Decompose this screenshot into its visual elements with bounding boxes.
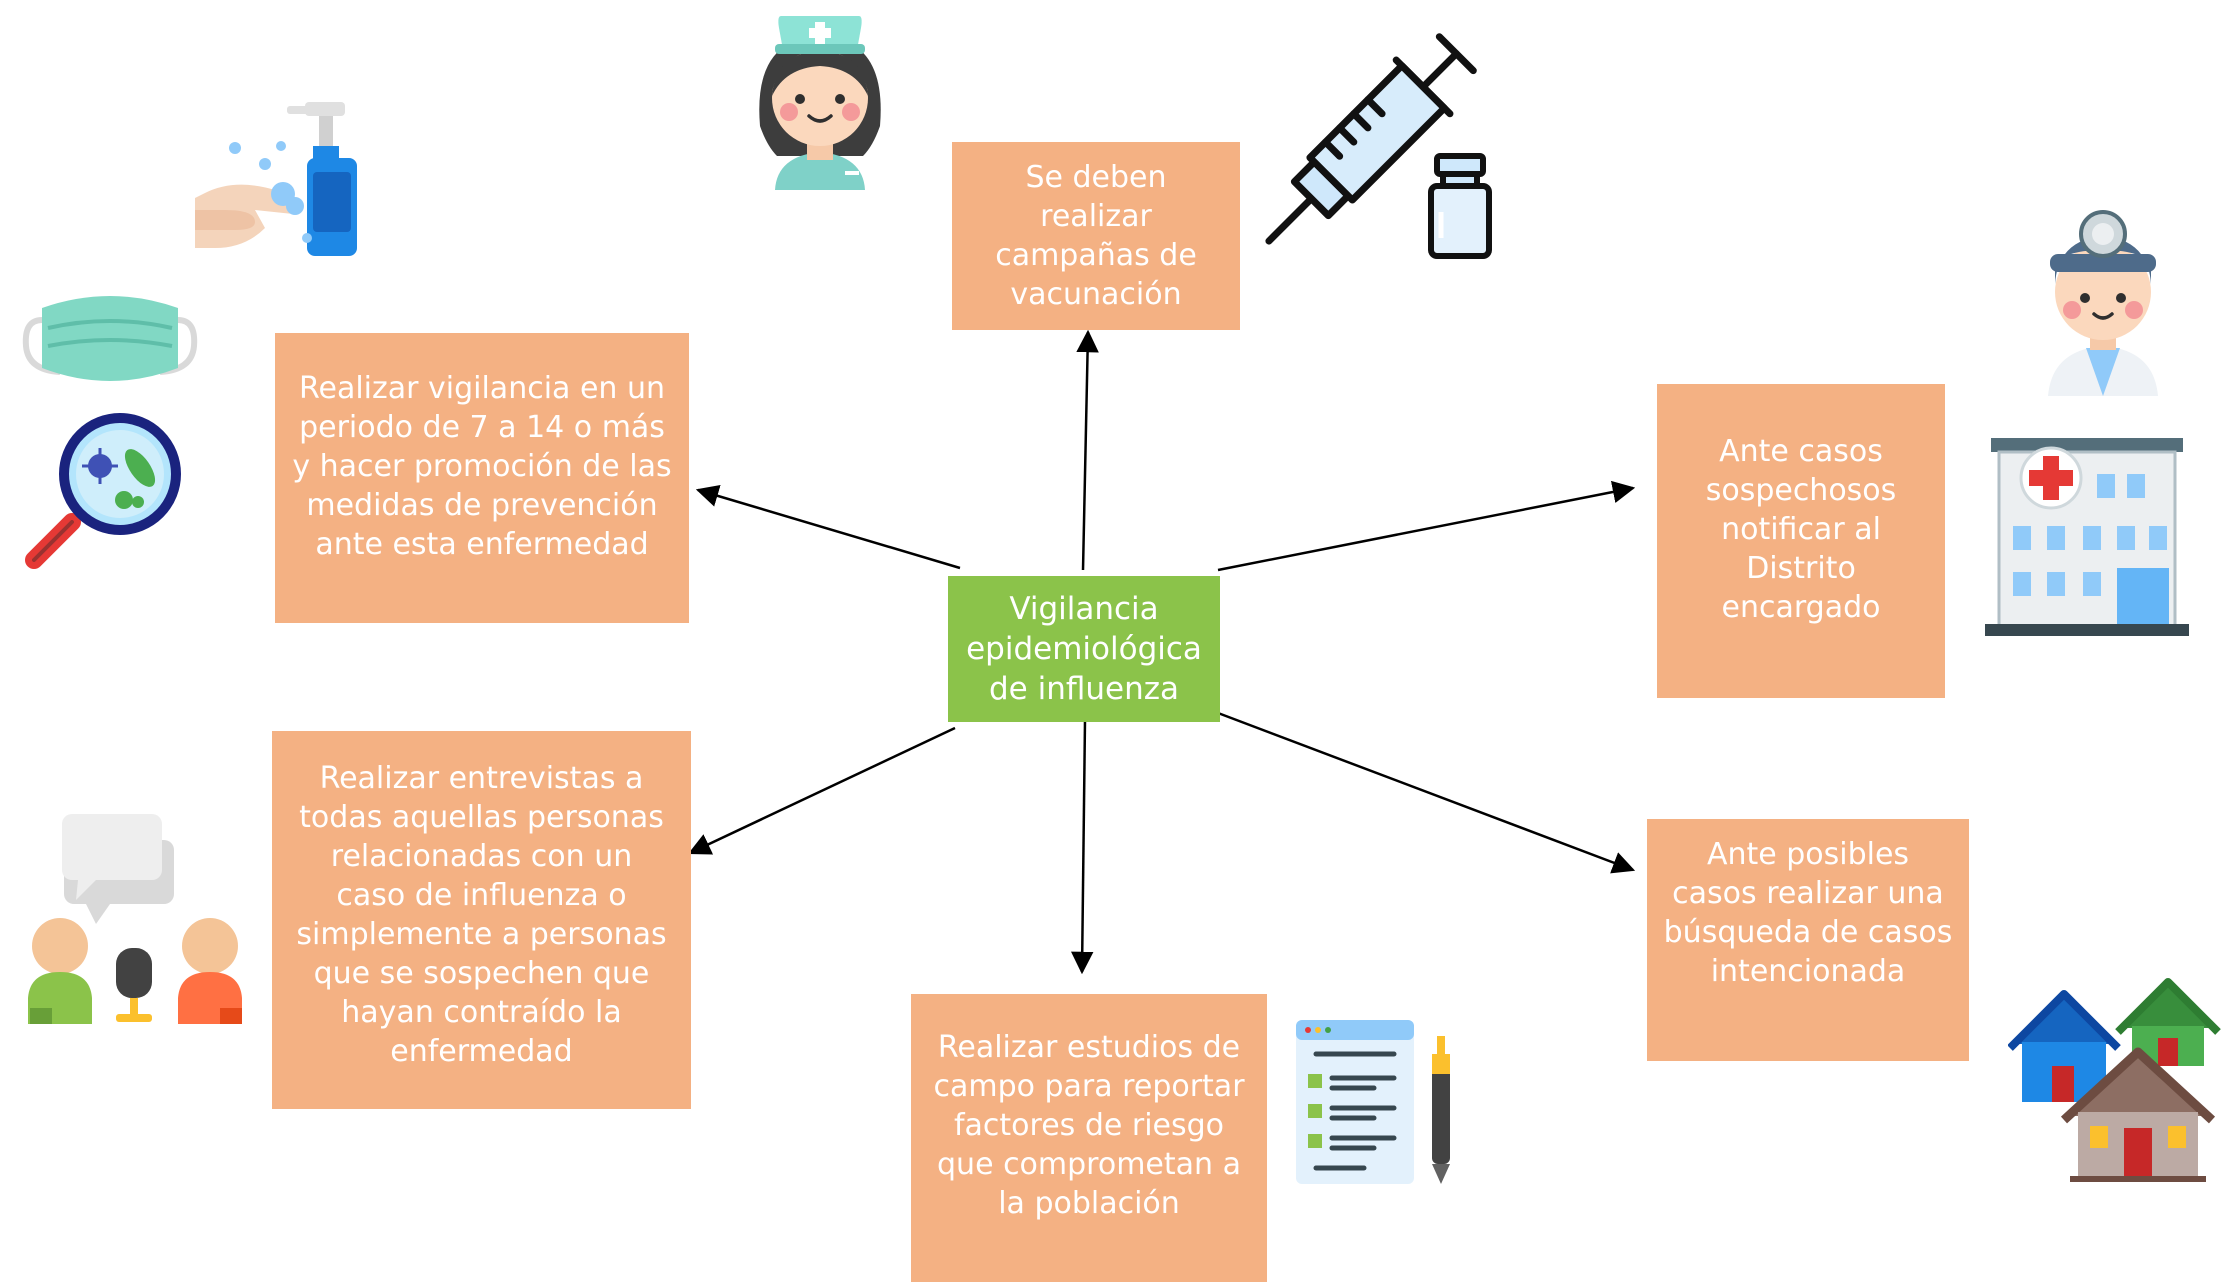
node-busqueda-label: Ante posibles casos realizar una búsqued… bbox=[1663, 837, 1953, 989]
vial-icon bbox=[1428, 153, 1492, 259]
node-vacunacion-label: Se deben realizar campañas de vacunación bbox=[995, 160, 1197, 312]
node-entrevistas-label: Realizar entrevistas a todas aquellas pe… bbox=[296, 761, 667, 1069]
interview-icon bbox=[28, 814, 242, 1024]
node-entrevistas: Realizar entrevistas a todas aquellas pe… bbox=[272, 731, 691, 1109]
syringe-icon bbox=[1265, 33, 1477, 245]
node-vacunacion: Se deben realizar campañas de vacunación bbox=[952, 142, 1240, 330]
houses-icon bbox=[2008, 978, 2221, 1182]
hospital-icon bbox=[1985, 438, 2189, 636]
node-vigilancia: Realizar vigilancia en un periodo de 7 a… bbox=[275, 333, 689, 623]
nurse-icon bbox=[759, 16, 881, 190]
arrow-to-vigilancia bbox=[695, 484, 961, 570]
magnifier-virus-icon bbox=[25, 413, 181, 569]
center-node: Vigilancia epidemiológica de influenza bbox=[948, 576, 1220, 722]
arrow-to-busqueda bbox=[1217, 711, 1636, 874]
node-estudios: Realizar estudios de campo para reportar… bbox=[911, 994, 1267, 1282]
node-busqueda: Ante posibles casos realizar una búsqued… bbox=[1647, 819, 1969, 1061]
arrow-to-notificar bbox=[1217, 480, 1636, 572]
hand-sanitizer-icon bbox=[195, 102, 357, 256]
node-notificar-label: Ante casos sospechosos notificar al Dist… bbox=[1705, 434, 1897, 625]
arrow-to-estudios bbox=[1070, 719, 1094, 975]
center-node-label: Vigilancia epidemiológica de influenza bbox=[966, 591, 1202, 707]
checklist-icon bbox=[1296, 1020, 1450, 1184]
arrow-to-vacunacion bbox=[1076, 329, 1099, 571]
face-mask-icon bbox=[22, 296, 198, 381]
node-vigilancia-label: Realizar vigilancia en un periodo de 7 a… bbox=[292, 371, 672, 562]
doctor-icon bbox=[2048, 210, 2158, 396]
arrow-to-entrevistas bbox=[687, 726, 956, 855]
node-estudios-label: Realizar estudios de campo para reportar… bbox=[933, 1030, 1245, 1221]
node-notificar: Ante casos sospechosos notificar al Dist… bbox=[1657, 384, 1945, 698]
